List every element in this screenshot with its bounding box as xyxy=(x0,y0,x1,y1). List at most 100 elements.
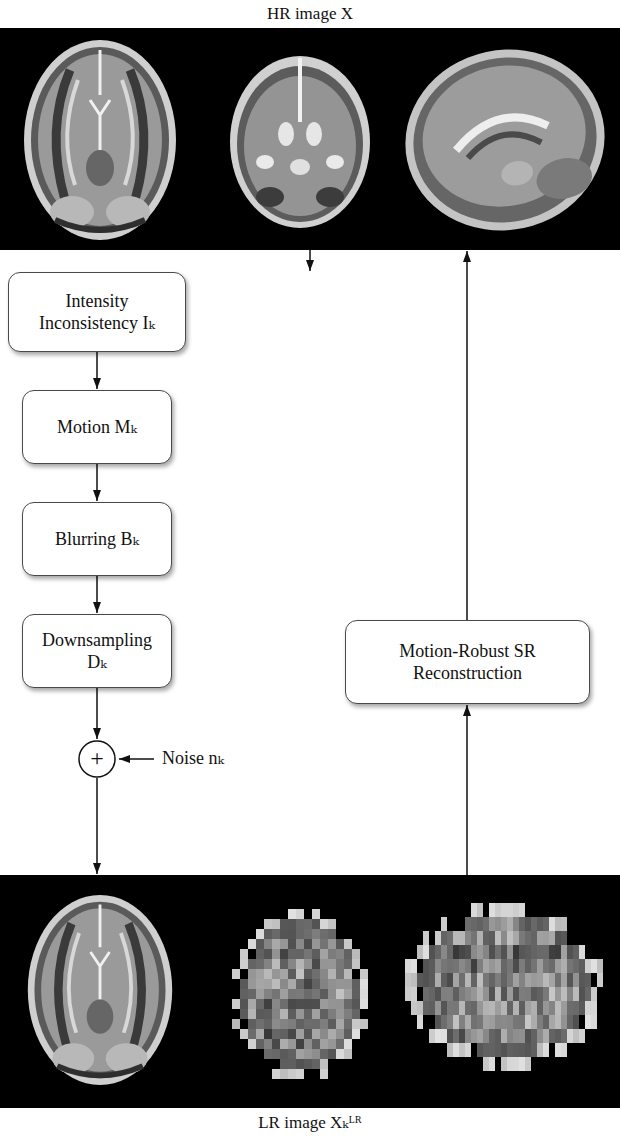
voxel xyxy=(465,945,471,959)
voxel xyxy=(519,931,525,945)
voxel xyxy=(328,1039,336,1049)
voxel xyxy=(288,939,296,949)
voxel xyxy=(320,929,328,939)
voxel xyxy=(360,1019,368,1029)
voxel xyxy=(280,1059,288,1069)
voxel xyxy=(495,973,501,987)
voxel xyxy=(549,931,555,945)
temporal-lobe xyxy=(256,187,284,207)
midline xyxy=(91,905,110,1000)
voxel xyxy=(459,1029,465,1043)
voxel xyxy=(328,949,336,959)
voxel xyxy=(264,1019,272,1029)
voxel xyxy=(336,989,344,999)
voxel xyxy=(483,973,489,987)
voxel xyxy=(296,939,304,949)
voxel xyxy=(288,1039,296,1049)
voxel xyxy=(549,987,555,1001)
voxel xyxy=(328,959,336,969)
junction-circle xyxy=(79,741,115,777)
voxel xyxy=(561,987,567,1001)
voxel xyxy=(417,1015,423,1029)
scalp xyxy=(28,895,172,1085)
voxel xyxy=(320,969,328,979)
voxel xyxy=(336,949,344,959)
voxel xyxy=(296,949,304,959)
voxel xyxy=(477,959,483,973)
voxel xyxy=(328,939,336,949)
voxel xyxy=(264,929,272,939)
voxel xyxy=(501,973,507,987)
voxel xyxy=(489,945,495,959)
voxel xyxy=(501,1029,507,1043)
voxel xyxy=(320,1049,328,1059)
voxel xyxy=(248,979,256,989)
midline xyxy=(298,58,302,122)
voxel xyxy=(423,931,429,945)
voxel xyxy=(531,1001,537,1015)
voxel xyxy=(288,969,296,979)
voxel xyxy=(579,945,585,959)
voxel xyxy=(336,979,344,989)
voxel xyxy=(312,1039,320,1049)
voxel xyxy=(591,1001,597,1015)
voxel xyxy=(264,1039,272,1049)
voxel xyxy=(465,917,471,931)
voxel xyxy=(489,931,495,945)
voxel xyxy=(429,987,435,1001)
voxel xyxy=(531,959,537,973)
voxel xyxy=(256,1029,264,1039)
voxel xyxy=(435,1029,441,1043)
voxel xyxy=(555,945,561,959)
voxel xyxy=(489,1001,495,1015)
coronal-slice-lr xyxy=(232,909,368,1079)
process-box: Motion Mₖ xyxy=(22,390,172,464)
voxel xyxy=(465,1029,471,1043)
voxel xyxy=(441,973,447,987)
voxel xyxy=(471,1001,477,1015)
voxel xyxy=(561,931,567,945)
voxel xyxy=(280,919,288,929)
voxel xyxy=(288,1059,296,1069)
voxel xyxy=(525,931,531,945)
voxel xyxy=(248,1009,256,1019)
voxel xyxy=(591,987,597,1001)
ventricle-horn xyxy=(256,155,274,169)
voxel xyxy=(328,1009,336,1019)
voxel xyxy=(507,1043,513,1057)
voxel xyxy=(344,1019,352,1029)
voxel xyxy=(441,931,447,945)
voxel xyxy=(312,1049,320,1059)
voxel xyxy=(256,1009,264,1019)
voxel xyxy=(344,999,352,1009)
voxel xyxy=(543,959,549,973)
voxel xyxy=(320,1029,328,1039)
voxel xyxy=(561,973,567,987)
voxel xyxy=(459,973,465,987)
voxel xyxy=(489,973,495,987)
voxel xyxy=(320,989,328,999)
voxel xyxy=(513,1029,519,1043)
voxel xyxy=(531,973,537,987)
voxel xyxy=(567,945,573,959)
ventricle xyxy=(69,933,79,1033)
voxel xyxy=(525,987,531,1001)
voxel xyxy=(501,959,507,973)
voxel xyxy=(555,973,561,987)
voxel xyxy=(537,987,543,1001)
voxel xyxy=(320,959,328,969)
noise-arrow xyxy=(119,758,154,760)
voxel xyxy=(288,959,296,969)
voxel xyxy=(352,1029,360,1039)
voxel xyxy=(507,1015,513,1029)
voxel xyxy=(272,929,280,939)
voxel xyxy=(459,959,465,973)
voxel xyxy=(272,1049,280,1059)
voxel xyxy=(543,973,549,987)
voxel xyxy=(507,917,513,931)
voxel xyxy=(344,969,352,979)
voxel xyxy=(280,969,288,979)
voxel xyxy=(280,1049,288,1059)
voxel xyxy=(296,1009,304,1019)
voxel xyxy=(495,1015,501,1029)
